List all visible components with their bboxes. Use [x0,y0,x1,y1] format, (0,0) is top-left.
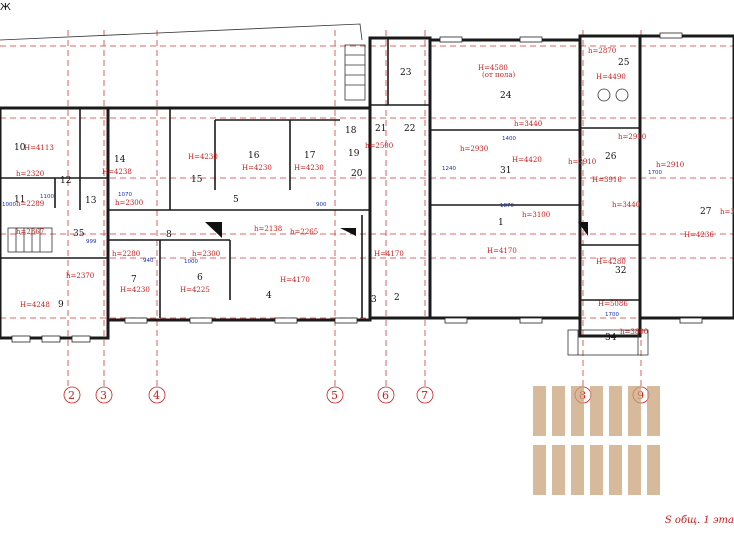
room-9: 9 [58,300,64,310]
height-label: h=2367 [16,228,44,236]
height-label: H=4280 [596,258,626,266]
height-labels: H=4113 h=2320 h=2289 h=2367 h=2370 H=424… [16,47,734,336]
room-35: 35 [73,229,85,239]
room-1: 1 [498,218,504,228]
room-19: 19 [348,149,360,159]
height-label: H=4236 [684,231,714,239]
room-34: 34 [605,333,617,343]
height-label: H=4230 [120,286,150,294]
height-label: h=2138 [254,225,282,233]
room-13: 13 [85,196,97,206]
height-label: h=2930 [460,145,488,153]
room-7: 7 [131,275,137,285]
walls [0,34,734,340]
watermark-logo [533,386,660,495]
dimension-label: 1070 [118,192,132,198]
height-label: H=4170 [374,250,404,258]
room-12: 12 [60,176,71,186]
height-label: h=2910 [618,133,646,141]
axis-label: 2 [68,389,75,402]
dimension-label: 1240 [442,166,456,172]
height-label: H=4113 [24,144,54,152]
dimension-label: 1100 [40,194,54,200]
room-26: 26 [605,152,617,162]
height-label: h=2870 [588,47,616,55]
height-label: h=3800 [620,328,648,336]
height-label: h=3100 [522,211,550,219]
room-20: 20 [351,169,363,179]
height-label: h=2300 [192,250,220,258]
dimension-labels: 1100 1000 999 1070 940 1000 900 1400 124… [2,136,662,318]
room-32: 32 [615,266,626,276]
dimension-label: 1700 [648,170,662,176]
height-label: h=2300 [115,199,143,207]
height-label: H=4230 [294,164,324,172]
height-label: H=5086 [598,300,628,308]
height-label: h=3440 [612,201,640,209]
room-24: 24 [500,91,512,101]
room-22: 22 [404,124,415,134]
height-label: h=2910 [656,161,684,169]
height-label: H=3916 [592,176,622,184]
height-label: H=4170 [280,276,310,284]
room-23: 23 [400,68,412,78]
room-11: 11 [14,195,25,205]
corner-label: Ж [0,2,11,13]
height-label: H=4230 [242,164,272,172]
room-4: 4 [266,291,272,301]
room-17: 17 [304,151,316,161]
axis-label: 5 [331,389,338,402]
dimension-label: 900 [316,202,327,208]
room-6: 6 [197,273,203,283]
height-label: H=4170 [487,247,517,255]
height-label: H=4225 [180,286,210,294]
room-27: 27 [700,207,712,217]
room-15: 15 [191,175,203,185]
room-21: 21 [375,124,386,134]
height-label: h=2280 [112,250,140,258]
height-label: H=4580 [478,64,508,72]
dimension-label: 1000 [184,259,198,265]
axis-label: 3 [100,389,107,402]
dimension-label: 1000 [2,202,16,208]
height-label: h=2289 [16,200,44,208]
stairs [7,44,649,356]
axis-label: 4 [153,389,160,402]
dimension-label: 1700 [605,312,619,318]
dimension-label: 1870 [500,203,514,209]
height-label: h=2265 [290,228,318,236]
height-label: h=3440 [514,120,542,128]
room-16: 16 [248,151,260,161]
axis-label: 6 [382,389,389,402]
height-label: h=2500 [365,142,393,150]
windows [11,32,703,343]
room-25: 25 [618,58,630,68]
dimension-label: 999 [86,239,97,245]
axis-label: 7 [421,389,428,402]
dimension-label: 940 [143,258,154,264]
floor-caption: S общ. 1 эта [664,515,734,526]
room-31: 31 [500,166,511,176]
room-2: 2 [394,293,400,303]
height-label: H=4238 [102,168,132,176]
room-18: 18 [345,126,357,136]
height-label: H=4420 [512,156,542,164]
height-label: H=4230 [188,153,218,161]
height-label: h=2910 [568,158,596,166]
room-numbers: 1 2 3 4 5 6 7 8 9 10 11 12 13 14 15 16 1… [14,58,712,343]
height-label: H=4248 [20,301,50,309]
height-label: h=3 [720,208,734,216]
height-label: h=2320 [16,170,44,178]
room-8: 8 [166,230,172,240]
grid-lines [0,30,734,400]
height-label: H=4490 [596,73,626,81]
room-14: 14 [114,155,126,165]
room-3: 3 [371,295,377,305]
dimension-label: 1400 [502,136,516,142]
room-10: 10 [14,143,26,153]
height-label: (от пола) [482,71,516,79]
room-5: 5 [233,195,239,205]
height-label: h=2370 [66,272,94,280]
